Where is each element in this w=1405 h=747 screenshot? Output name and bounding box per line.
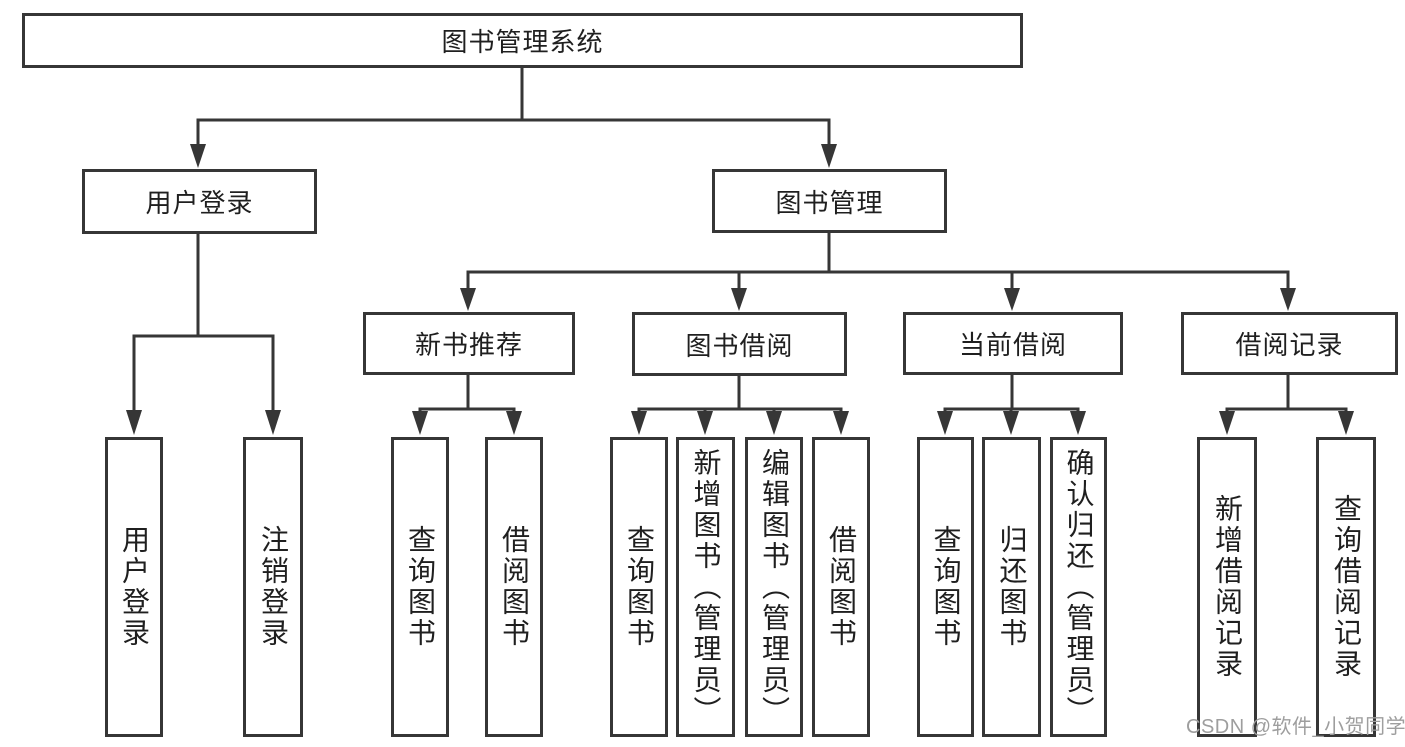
node-label: 新书推荐 <box>414 330 523 360</box>
leaf-confirm-return-admin: 确认归还（管理员） <box>1050 437 1107 737</box>
node-new-book-recommendation: 新书推荐 <box>363 312 575 375</box>
leaf-query-borrow-record: 查询借阅记录 <box>1316 437 1376 737</box>
node-user-login: 用户登录 <box>82 169 317 234</box>
leaf-add-borrow-record: 新增借阅记录 <box>1197 437 1257 737</box>
node-label: 借阅图书 <box>499 525 530 649</box>
leaf-user-login: 用户登录 <box>105 437 163 737</box>
node-label: 用户登录 <box>145 188 254 218</box>
leaf-edit-books-admin: 编辑图书（管理员） <box>745 437 803 737</box>
leaf-query-books-current: 查询图书 <box>917 437 974 737</box>
node-label: 查询图书 <box>930 525 962 649</box>
node-label: 新增借阅记录 <box>1212 494 1243 680</box>
node-label: 确认归还（管理员） <box>1063 447 1095 727</box>
node-label: 归还图书 <box>996 525 1028 649</box>
node-book-borrowing: 图书借阅 <box>632 312 847 376</box>
node-borrowing-records: 借阅记录 <box>1181 312 1398 375</box>
node-label: 当前借阅 <box>958 330 1067 360</box>
node-current-borrowing: 当前借阅 <box>903 312 1123 375</box>
leaf-borrow-books-borrow: 借阅图书 <box>812 437 870 737</box>
node-book-management: 图书管理 <box>712 169 947 233</box>
node-label: 查询图书 <box>405 525 436 649</box>
node-label: 图书管理 <box>775 187 884 218</box>
node-label: 用户登录 <box>119 525 150 649</box>
node-label: 新增图书（管理员） <box>690 447 722 727</box>
leaf-add-books-admin: 新增图书（管理员） <box>676 437 735 737</box>
csdn-watermark: CSDN @软件_小贺同学 <box>1186 716 1405 738</box>
node-label: 借阅记录 <box>1235 330 1344 360</box>
tree-edges <box>132 65 1348 415</box>
node-label: 注销登录 <box>258 525 289 649</box>
node-label: 图书管理系统 <box>441 27 604 57</box>
leaf-logout-login: 注销登录 <box>243 437 303 737</box>
node-label: 借阅图书 <box>826 525 857 649</box>
leaf-query-books-recommend: 查询图书 <box>391 437 449 737</box>
leaf-return-books: 归还图书 <box>982 437 1041 737</box>
node-label: 查询图书 <box>624 525 655 649</box>
node-label: 编辑图书（管理员） <box>759 447 790 727</box>
node-label: 查询借阅记录 <box>1331 494 1362 680</box>
arrowhead-icons <box>126 144 1354 435</box>
node-label: 图书借阅 <box>685 330 794 361</box>
leaf-borrow-books-recommend: 借阅图书 <box>485 437 543 737</box>
leaf-query-books-borrow: 查询图书 <box>610 437 668 737</box>
node-library-system: 图书管理系统 <box>22 13 1023 68</box>
